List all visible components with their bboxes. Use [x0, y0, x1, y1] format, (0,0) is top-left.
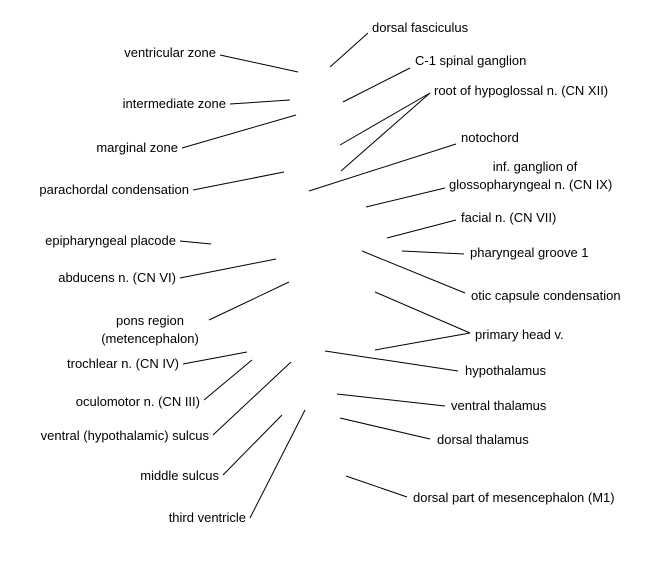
label-ventricular-zone: ventricular zone [124, 45, 216, 60]
leader-oculomotor [203, 359, 253, 401]
leader-pons [208, 281, 290, 321]
leader-middle-sulcus [222, 414, 283, 476]
leader-dorsal-mesencephalon [345, 475, 408, 498]
label-middle-sulcus: middle sulcus [140, 468, 219, 483]
label-root-hypoglossal: root of hypoglossal n. (CN XII) [434, 83, 609, 98]
label-pharyngeal-groove: pharyngeal groove 1 [470, 245, 589, 260]
label-hypothalamus: hypothalamus [465, 363, 546, 378]
leader-epipharyngeal [179, 240, 212, 245]
leader-root-hypoglossal-a [339, 92, 431, 146]
label-dorsal-mesencephalon: dorsal part of mesencephalon (M1) [413, 490, 615, 505]
leader-parachordal [192, 171, 285, 191]
leader-notochord [308, 143, 457, 192]
label-trochlear: trochlear n. (CN IV) [67, 356, 179, 371]
label-dorsal-fasciculus: dorsal fasciculus [372, 20, 469, 35]
leader-otic-capsule [361, 250, 466, 294]
label-primary-head-v: primary head v. [475, 327, 564, 342]
label-dorsal-thalamus: dorsal thalamus [437, 432, 529, 447]
leader-marginal-zone [181, 114, 297, 149]
leader-abducens [179, 258, 277, 279]
label-inf-ganglion-line2: glossopharyngeal n. (CN IX) [449, 177, 613, 192]
leader-intermediate-zone [229, 99, 291, 105]
label-third-ventricle: third ventricle [168, 510, 246, 525]
leader-facial-n [386, 219, 457, 239]
leader-dorsal-thalamus [339, 417, 431, 440]
label-facial-n: facial n. (CN VII) [461, 210, 557, 225]
leader-dorsal-fasciculus [329, 32, 369, 68]
label-otic-capsule: otic capsule condensation [471, 288, 621, 303]
label-parachordal: parachordal condensation [39, 182, 189, 197]
label-abducens: abducens n. (CN VI) [58, 270, 176, 285]
label-ventral-sulcus: ventral (hypothalamic) sulcus [40, 428, 209, 443]
label-ventral-thalamus: ventral thalamus [451, 398, 547, 413]
leader-ventral-thalamus [336, 393, 446, 407]
label-marginal-zone: marginal zone [96, 140, 178, 155]
leader-ventral-sulcus [212, 361, 292, 436]
label-epipharyngeal: epipharyngeal placode [45, 233, 176, 248]
leader-third-ventricle [249, 409, 306, 519]
leader-c1-spinal-ganglion [342, 67, 411, 103]
leader-primary-head-v-a [374, 291, 471, 334]
leader-ventricular-zone [219, 54, 299, 73]
label-oculomotor: oculomotor n. (CN III) [75, 394, 200, 409]
leader-root-hypoglossal-b [340, 92, 431, 172]
label-intermediate-zone: intermediate zone [122, 96, 226, 111]
label-notochord: notochord [461, 130, 519, 145]
leader-inf-ganglion [365, 187, 446, 208]
leader-trochlear [182, 351, 248, 365]
label-inf-ganglion-line1: inf. ganglion of [492, 159, 578, 174]
label-c1-spinal-ganglion: C-1 spinal ganglion [415, 53, 527, 68]
label-pons-line2: (metencephalon) [101, 331, 199, 346]
label-pons-line1: pons region [116, 313, 184, 328]
leader-pharyngeal-groove [401, 250, 465, 255]
leader-hypothalamus [324, 350, 459, 372]
leader-primary-head-v-b [374, 332, 471, 351]
